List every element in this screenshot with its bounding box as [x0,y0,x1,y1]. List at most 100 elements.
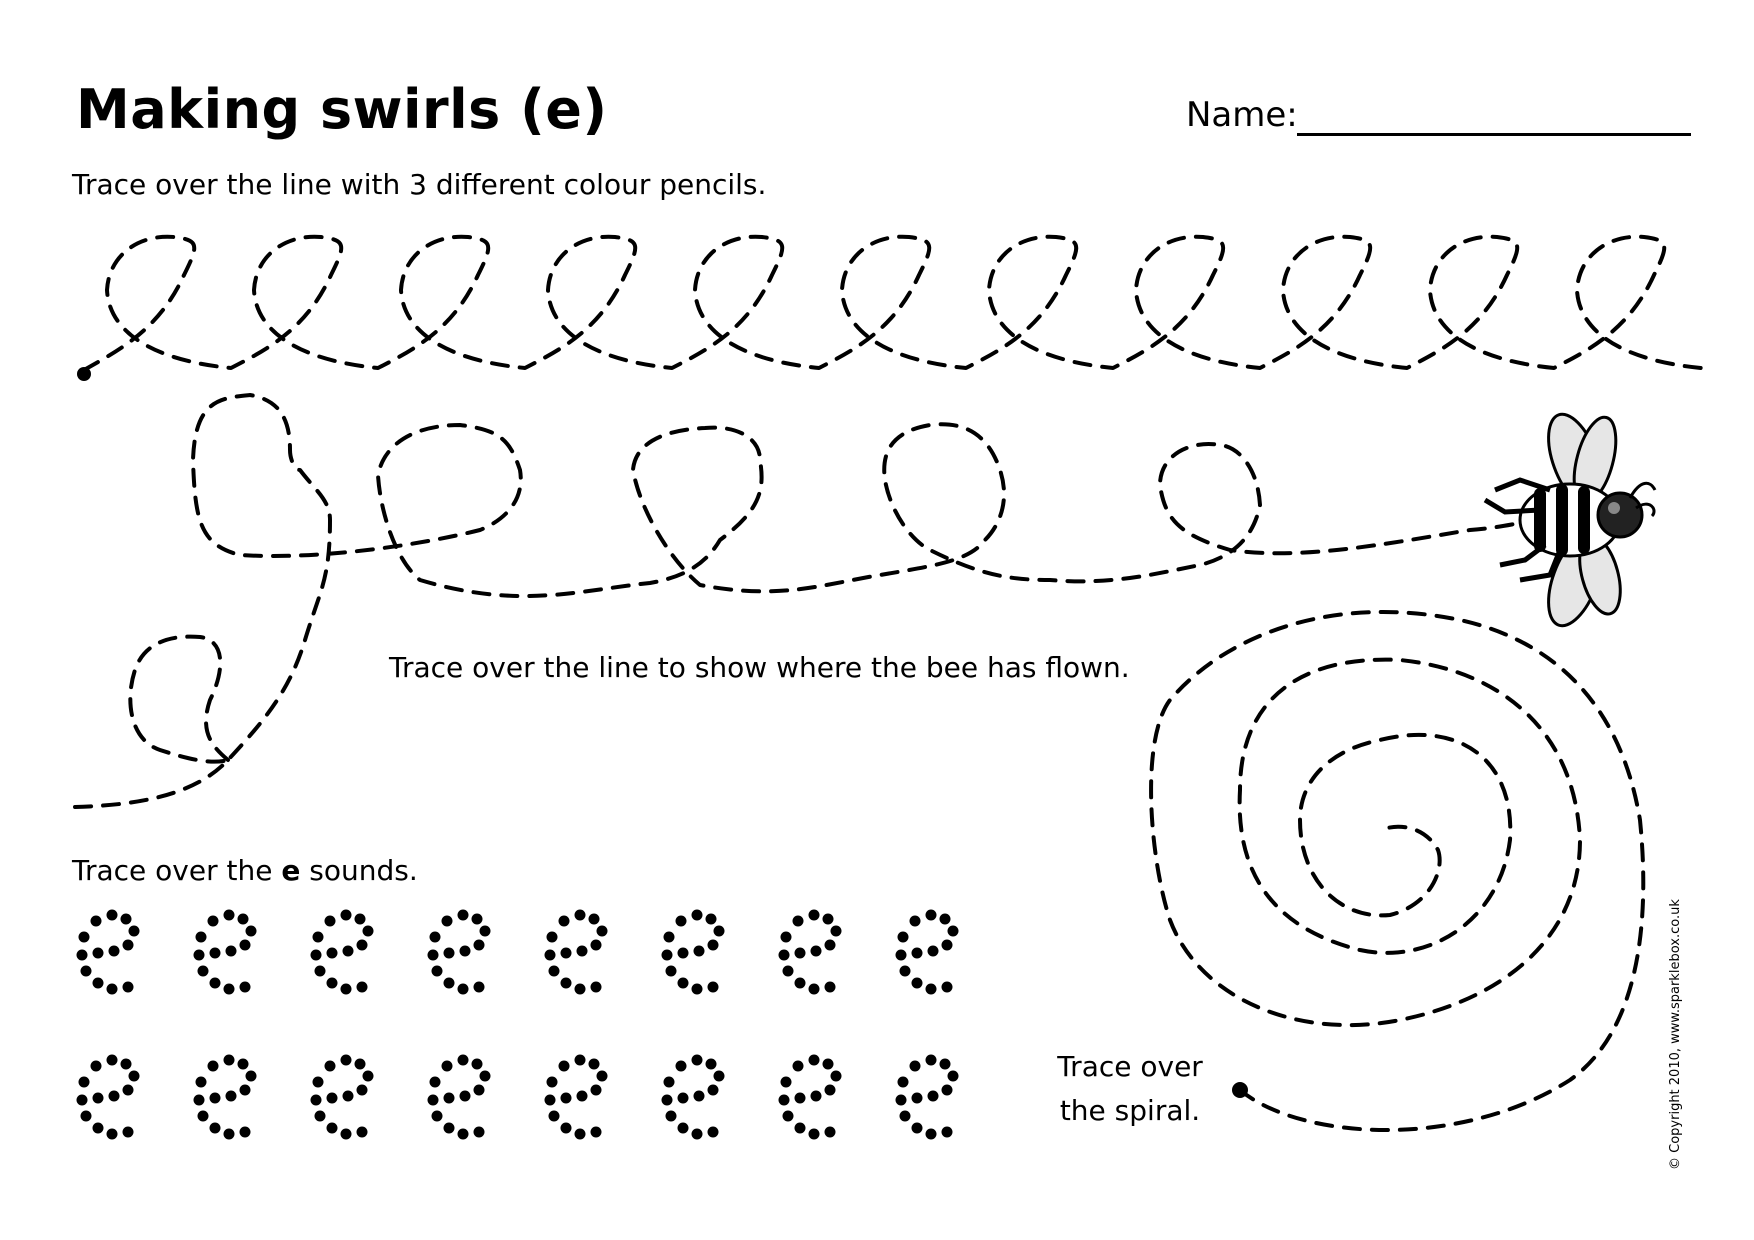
letter-dot [544,1094,556,1106]
dotted-letter-e[interactable] [778,909,842,995]
letter-dot [441,915,453,927]
letter-dot [895,949,907,961]
instruction-e-sounds: Trace over the e sounds. [72,854,418,887]
letter-dot [314,1110,326,1122]
letter-dot [661,949,673,961]
letter-dot [340,909,352,921]
dotted-letter-e[interactable] [427,1054,491,1140]
letter-dot [792,1060,804,1072]
letter-dot [457,1128,469,1140]
name-write-line[interactable] [1297,133,1691,136]
letter-dot [830,1070,842,1082]
letter-dot [122,939,134,951]
spiral-trace[interactable] [1149,609,1646,1132]
letter-dot [324,1060,336,1072]
letter-dot [237,913,249,925]
letter-dot [197,965,209,977]
letter-dot [459,945,471,957]
letter-dot [326,977,338,989]
letter-dot [925,983,937,995]
dotted-letter-e[interactable] [310,1054,374,1140]
swirl-trace-line[interactable] [82,234,1703,372]
letter-dot [824,1126,836,1138]
letter-dot [92,1092,104,1104]
letter-dot [590,939,602,951]
dotted-letter-e[interactable] [895,1054,959,1140]
letter-dot [574,1054,586,1066]
letter-dot [76,949,88,961]
bee-illustration [1483,412,1657,628]
dotted-letter-e[interactable] [661,1054,725,1140]
instruction-e-suffix: sounds. [300,854,418,887]
letter-dot [457,909,469,921]
letter-dot [705,913,717,925]
instruction-bee: Trace over the line to show where the be… [389,651,1130,684]
bee-flight-low-loop[interactable] [128,634,230,764]
letter-dot [675,915,687,927]
letter-dot [479,925,491,937]
dotted-letter-e[interactable] [310,909,374,995]
letter-dot [897,931,909,943]
dotted-letter-e[interactable] [895,909,959,995]
letter-dot [342,945,354,957]
letter-dot [362,925,374,937]
letter-dot [808,983,820,995]
letter-dot [947,925,959,937]
dotted-letter-e[interactable] [778,1054,842,1140]
letter-dot [479,1070,491,1082]
swirl-trace-row[interactable] [77,234,1703,381]
bee-flight-trace-line[interactable] [73,393,1542,809]
letter-dot [239,981,251,993]
dotted-letter-e[interactable] [544,1054,608,1140]
letter-dot [443,977,455,989]
letter-dot [312,931,324,943]
letter-dot [92,977,104,989]
letter-dot [340,1128,352,1140]
letter-dot [427,949,439,961]
letter-dot [471,913,483,925]
dotted-letter-e[interactable] [76,909,140,995]
spiral-trace-line[interactable] [1149,609,1646,1132]
letter-dot [778,949,790,961]
letter-dot [909,1060,921,1072]
letter-dot [691,1054,703,1066]
letter-dot [431,1110,443,1122]
letter-dot [108,945,120,957]
dotted-letter-e[interactable] [193,1054,257,1140]
letter-dot [925,909,937,921]
letter-dot [310,949,322,961]
letter-dot [314,965,326,977]
letter-dot [661,1094,673,1106]
dotted-letter-e[interactable] [76,1054,140,1140]
letter-dot [707,1084,719,1096]
letter-dot [911,947,923,959]
letter-dot [356,1126,368,1138]
dotted-letter-e[interactable] [544,909,608,995]
letter-dot [590,981,602,993]
dotted-e-grid[interactable] [76,909,959,1140]
letter-dot [941,1084,953,1096]
letter-dot [911,977,923,989]
letter-dot [90,1060,102,1072]
letter-dot [558,1060,570,1072]
letter-dot [794,1122,806,1134]
letter-dot [558,915,570,927]
letter-dot [443,1122,455,1134]
letter-dot [941,939,953,951]
dotted-letter-e[interactable] [193,909,257,995]
letter-dot [209,977,221,989]
letter-dot [947,1070,959,1082]
letter-dot [223,983,235,995]
letter-dot [941,1126,953,1138]
letter-dot [941,981,953,993]
letter-dot [822,1058,834,1070]
letter-dot [78,931,90,943]
dotted-letter-e[interactable] [661,909,725,995]
letter-dot [106,909,118,921]
letter-dot [560,977,572,989]
name-label: Name: [1186,95,1298,135]
letter-dot [794,947,806,959]
dotted-letter-e[interactable] [427,909,491,995]
